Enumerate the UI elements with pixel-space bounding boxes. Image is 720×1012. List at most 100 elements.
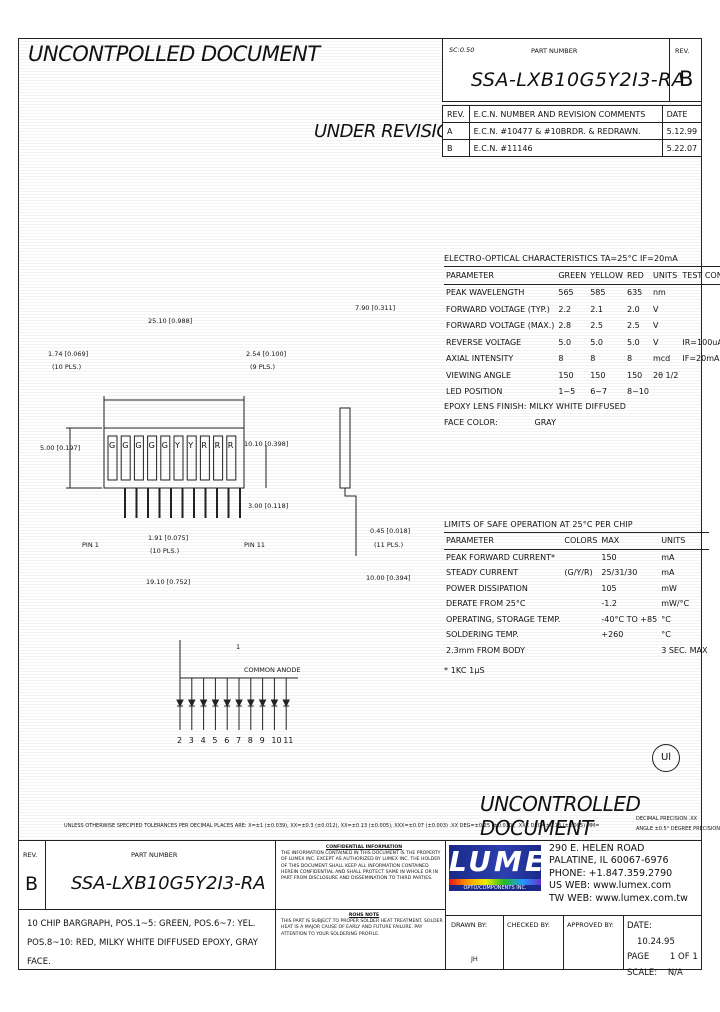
scale-label: SC:0.50 xyxy=(449,46,475,54)
product-description: 10 CHIP BARGRAPH, POS.1~5: GREEN, POS.6~… xyxy=(27,919,258,967)
safe-row: OPERATING, STORAGE TEMP.-40°C TO +85°C xyxy=(446,614,671,624)
safe-row: SOLDERING TEMP.+260°C xyxy=(446,630,671,640)
dim-lead-gap: 3.00 [0.118] xyxy=(248,502,289,510)
segment-letter: R xyxy=(227,441,234,450)
package-lead xyxy=(147,488,149,518)
schematic xyxy=(176,640,298,730)
diode-icon xyxy=(270,699,279,708)
dim-pitch-note: (9 PLS.) xyxy=(250,363,276,371)
safe-operation-footnote: * 1KC 1μS xyxy=(444,666,485,675)
schematic-pin-number: 8 xyxy=(247,736,253,745)
package-lead xyxy=(181,488,184,518)
diode-icon xyxy=(258,699,267,708)
drawn-by-label: DRAWN BY: xyxy=(451,921,488,929)
under-revision-stamp: UNDER REVISION xyxy=(314,121,463,142)
rev-label: REV. xyxy=(675,47,690,55)
package-lead xyxy=(124,488,126,518)
package-lead xyxy=(239,488,241,518)
mechanical-drawing xyxy=(66,396,357,730)
segment-letter: G xyxy=(148,441,155,450)
segment-letter: G xyxy=(161,441,168,450)
diode-icon xyxy=(211,699,220,708)
dim-lead-pitch: 1.91 [0.075] xyxy=(148,534,189,542)
schematic-pin-number: 2 xyxy=(177,736,183,745)
date-col-header: DATE xyxy=(661,105,703,123)
approved-by-label: APPROVED BY: xyxy=(567,921,614,929)
package-lead xyxy=(135,488,138,518)
dim-lead-width-note: (11 PLS.) xyxy=(374,541,404,549)
package-lead xyxy=(158,488,161,518)
common-anode-label: COMMON ANODE xyxy=(244,666,301,674)
part-number-label: PART NUMBER xyxy=(531,47,578,55)
title-rev-value: B xyxy=(25,873,39,895)
package-lead xyxy=(227,488,230,518)
dim-length: 25.10 [0.988] xyxy=(148,317,193,325)
schematic-pin-number: 9 xyxy=(259,736,265,745)
checked-by-label: CHECKED BY: xyxy=(507,921,550,929)
dim-depth: 7.90 [0.311] xyxy=(355,304,396,312)
electro-optical-title: ELECTRO-OPTICAL CHARACTERISTICS TA=25°C … xyxy=(444,254,678,263)
dim-height: 5.00 [0.197] xyxy=(40,444,81,452)
safe-operation-section: LIMITS OF SAFE OPERATION AT 25°C PER CHI… xyxy=(444,520,710,675)
dim-pad-width-note: (10 PLS.) xyxy=(52,363,82,371)
uncontrolled-stamp-top: UNCONTPOLLED DOCUMENT xyxy=(28,42,320,66)
segment-letter: R xyxy=(201,441,207,450)
pin11-label: PIN 11 xyxy=(244,541,266,549)
package-leads xyxy=(124,488,241,518)
led-segment xyxy=(147,435,158,481)
lumex-logo: LUMEX OPTO/COMPONENTS INC. xyxy=(449,845,572,891)
dim-body-height: 10.10 [0.398] xyxy=(244,440,289,448)
diode-icon xyxy=(282,699,291,708)
schematic-pin-number: 4 xyxy=(200,736,206,745)
diode-icon xyxy=(235,699,243,708)
led-segment xyxy=(133,435,144,481)
uncontrolled-stamp-bottom: UNCONTROLLED DOCUMENT xyxy=(480,792,641,840)
drawing-frame xyxy=(18,38,702,970)
segment-letter: G xyxy=(109,441,116,450)
package-body xyxy=(103,427,245,489)
diode-icon xyxy=(176,699,184,708)
safe-operation-title: LIMITS OF SAFE OPERATION AT 25°C PER CHI… xyxy=(444,520,633,529)
led-segments xyxy=(107,435,237,481)
package-lead xyxy=(216,488,218,518)
segment-letter: G xyxy=(135,441,142,450)
segment-letter: R xyxy=(214,441,221,450)
led-segment xyxy=(160,435,171,481)
diode-icon xyxy=(223,699,232,708)
led-segment xyxy=(186,435,197,481)
led-segment xyxy=(213,435,224,481)
segment-letter: Y xyxy=(175,441,180,450)
part-number-header: SC:0.50 PART NUMBER SSA-LXB10G5Y2I3-RA R… xyxy=(442,38,702,102)
side-view-lead xyxy=(344,488,357,556)
schematic-pin-number: 6 xyxy=(224,736,230,745)
led-segment xyxy=(173,435,184,481)
tolerance-right: DECIMAL PRECISION .XX xyxy=(636,816,698,822)
revision-row: B E.C.N. #11146 5.22.07 xyxy=(442,139,703,157)
dim-pitch: 2.54 [0.100] xyxy=(246,350,287,358)
date-page-scale: DATE: 10.24.95 PAGE 1 OF 1 SCALE: N/A xyxy=(627,921,698,978)
confidential-block: CONFIDENTIAL INFORMATION THE INFORMATION… xyxy=(281,845,441,882)
dim-span: 19.10 [0.752] xyxy=(146,578,191,586)
part-number-value: SSA-LXB10G5Y2I3-RA xyxy=(471,69,686,91)
rev-value: B xyxy=(679,67,694,91)
electro-optical-table: PARAMETER GREEN YELLOW RED UNITS TEST CO… xyxy=(444,266,720,400)
ecn-col-header: E.C.N. NUMBER AND REVISION COMMENTS xyxy=(468,105,663,123)
tolerance-note: UNLESS OTHERWISE SPECIFIED TOLERANCES PE… xyxy=(64,823,600,829)
title-part-number-label: PART NUMBER xyxy=(131,851,178,859)
epoxy-finish: EPOXY LENS FINISH: MILKY WHITE DIFFUSED xyxy=(444,402,626,411)
diode-icon xyxy=(187,699,196,708)
title-block: REV. B PART NUMBER SSA-LXB10G5Y2I3-RA 10… xyxy=(18,840,702,978)
schematic-pin-number: 3 xyxy=(188,736,194,745)
led-segment xyxy=(199,435,210,481)
drawn-by-value: JH xyxy=(471,955,478,963)
pin1-label: PIN 1 xyxy=(82,541,99,549)
segment-letter: Y xyxy=(188,441,194,450)
